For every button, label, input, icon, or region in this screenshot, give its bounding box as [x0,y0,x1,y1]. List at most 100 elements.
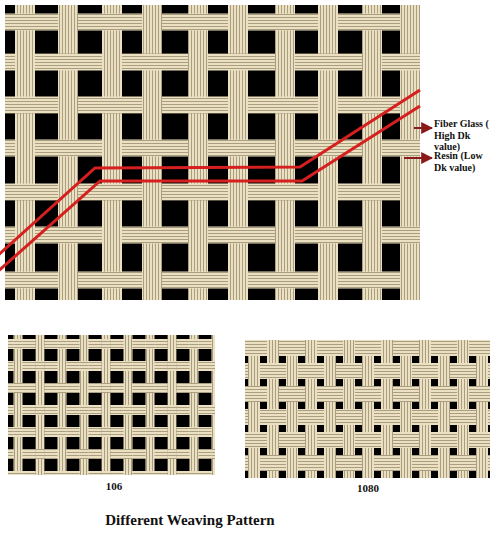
yarn-crossing [476,386,488,402]
yarn-crossing [142,140,162,157]
yarn-crossing [275,272,295,289]
warp-yarn [14,335,23,475]
yarn-crossing [80,449,89,459]
yarn-crossing [438,340,450,356]
yarn-crossing [362,272,382,289]
yarn-crossing [36,405,45,415]
warp-yarn [228,5,248,300]
fill-yarn [5,140,420,157]
warp-yarn [146,335,155,475]
yarn-crossing [146,339,155,349]
fill-yarn [245,432,490,448]
warp-yarn [58,335,67,475]
yarn-crossing [102,14,122,31]
yarn-crossing [381,409,393,425]
yarn-crossing [102,184,122,201]
warp-yarn [102,335,111,475]
yarn-crossing [457,409,469,425]
trace [0,106,420,274]
yarn-crossing [14,339,23,349]
yarn-crossing [14,471,23,475]
yarn-crossing [275,14,295,31]
yarn-crossing [419,455,431,471]
yarn-crossing [212,361,216,371]
yarn-crossing [228,54,248,71]
warp-yarn [362,5,382,300]
yarn-crossing [142,227,162,244]
yarn-crossing [248,432,260,448]
trace [0,90,420,258]
yarn-crossing [188,272,208,289]
yarn-crossing [267,455,279,471]
yarn-crossing [275,97,295,114]
yarn-crossing [102,272,122,289]
yarn-crossing [324,386,336,402]
yarn-crossing [212,405,216,415]
yarn-crossing [142,54,162,71]
yarn-crossing [102,339,111,349]
warp-yarn [58,5,78,300]
yarn-crossing [362,386,374,402]
warp-yarn [267,340,279,478]
yarn-crossing [362,14,382,31]
yarn-crossing [58,339,67,349]
yarn-crossing [80,361,89,371]
warp-yarn [124,335,133,475]
yarn-crossing [102,97,122,114]
yarn-crossing [146,383,155,393]
yarn-crossing [36,361,45,371]
yarn-crossing [248,340,260,356]
warp-yarn [36,335,45,475]
yarn-crossing [228,227,248,244]
yarn-crossing [58,471,67,475]
label-box: Fiber Glass ( High Dk value) [434,118,494,153]
warp-yarn [168,335,177,475]
resin-ground [5,5,420,300]
yarn-crossing [102,383,111,393]
warp-yarn [305,340,317,478]
warp-yarn [248,340,260,478]
fill-yarn [8,449,215,459]
fill-yarn [5,54,420,71]
yarn-crossing [267,409,279,425]
yarn-crossing [102,427,111,437]
yarn-crossing [286,386,298,402]
yarn-crossing [146,427,155,437]
yarn-crossing [15,97,35,114]
warp-yarn [457,340,469,478]
yarn-crossing [188,14,208,31]
warp-yarn [381,340,393,478]
yarn-crossing [362,184,382,201]
label-box: 1080 [346,482,390,495]
yarn-crossing [318,54,338,71]
yarn-crossing [190,383,199,393]
weave-panel [8,335,215,475]
warp-yarn [188,5,208,300]
yarn-crossing [212,449,216,459]
yarn-crossing [58,427,67,437]
yarn-crossing [15,272,35,289]
resin-ground [245,340,490,478]
yarn-crossing [190,339,199,349]
warp-yarn [400,5,420,300]
yarn-crossing [457,363,469,379]
yarn-crossing [188,97,208,114]
yarn-crossing [286,432,298,448]
material-label: Fiber Glass ( High Dk value) [434,118,489,152]
yarn-crossing [381,455,393,471]
yarn-crossing [188,184,208,201]
fill-yarn [5,227,420,244]
warp-yarn [80,335,89,475]
yarn-crossing [400,227,420,244]
warp-yarn [400,340,412,478]
yarn-crossing [168,405,177,415]
yarn-crossing [438,386,450,402]
yarn-crossing [305,363,317,379]
yarn-crossing [419,409,431,425]
yarn-crossing [400,386,412,402]
warp-yarn [142,5,162,300]
yarn-crossing [36,449,45,459]
yarn-crossing [400,340,412,356]
yarn-crossing [146,471,155,475]
